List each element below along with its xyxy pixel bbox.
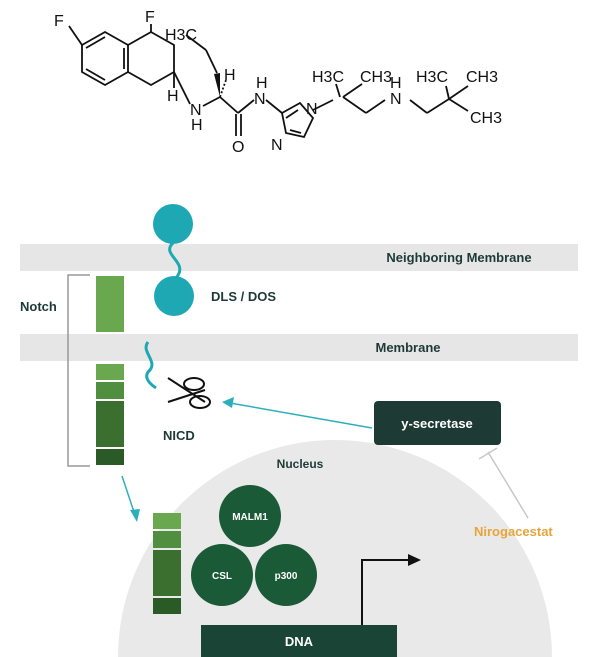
enzyme-to-scissors-arrow [229, 402, 373, 429]
nicd-block-4 [153, 598, 181, 614]
csl-circle [191, 544, 253, 606]
notch-block-3 [96, 401, 124, 447]
membrane [20, 334, 578, 361]
ligand-top-circle [153, 204, 193, 244]
nirogacestat-structure: F F H3C H H N H N H O N N H3C CH3 H N H3… [54, 9, 502, 156]
transcription-arrow [361, 559, 410, 625]
ligand-linker [168, 241, 182, 279]
atom-ch3-gem1: CH3 [360, 69, 392, 86]
atom-h-stereo: H [167, 88, 179, 105]
nicd-to-nucleus-arrow [121, 475, 135, 513]
nucleus-region [118, 440, 552, 657]
p300-label: p300 [275, 571, 298, 582]
nicd-label: NICD [163, 428, 195, 443]
atom-f-left: F [54, 13, 64, 30]
nirogacestat-label: Nirogacestat [474, 524, 553, 539]
y-secretase-label: y-secretase [401, 416, 473, 431]
ligand-bottom-circle [154, 276, 194, 316]
inhibition-bar [478, 447, 498, 460]
atom-h-amide: H [256, 75, 268, 92]
notch-block-1 [96, 364, 124, 380]
csl-label: CSL [212, 571, 232, 582]
notch-extracellular-block [96, 276, 124, 332]
atom-n-amine: N [190, 102, 202, 119]
dna-label: DNA [285, 634, 314, 649]
atom-n-imidazole-bottom: N [271, 137, 283, 154]
malm1-circle [219, 485, 281, 547]
cleaved-tail [144, 341, 157, 390]
ligand-label: DLS / DOS [211, 289, 276, 304]
nicd-arrowhead [130, 509, 140, 522]
neighboring-membrane [20, 244, 578, 271]
atom-f-right: F [145, 9, 155, 26]
atom-n-imidazole-top: N [306, 101, 318, 118]
y-secretase-box [374, 401, 501, 445]
enzyme-arrowhead [222, 397, 234, 408]
atom-h-nh: H [390, 75, 402, 92]
scissors-icon [167, 377, 211, 409]
notch-block-2 [96, 382, 124, 399]
p300-circle [255, 544, 317, 606]
malm1-label: MALM1 [232, 512, 268, 523]
nicd-block-2 [153, 531, 181, 548]
inhibition-line [487, 451, 529, 519]
dna-bar [201, 625, 397, 657]
atom-h3c-methyl: H3C [165, 27, 197, 44]
transcription-arrowhead [408, 554, 421, 566]
atom-ch3-tbutyl-bottom: CH3 [470, 110, 502, 127]
notch-label: Notch [20, 299, 57, 314]
notch-block-4 [96, 449, 124, 465]
atom-n-amide: N [254, 91, 266, 108]
membrane-label: Membrane [375, 340, 440, 355]
neighboring-membrane-label: Neighboring Membrane [386, 250, 531, 265]
atom-h-wedge: H [224, 67, 236, 84]
notch-bracket [67, 274, 90, 467]
atom-h3c-tbutyl: H3C [416, 69, 448, 86]
nucleus-label: Nucleus [277, 457, 324, 471]
nicd-block-1 [153, 513, 181, 529]
atom-ch3-tbutyl-top: CH3 [466, 69, 498, 86]
nicd-block-3 [153, 550, 181, 596]
atom-n-nh: N [390, 91, 402, 108]
atom-h3c-gem1: H3C [312, 69, 344, 86]
atom-o-carbonyl: O [232, 139, 244, 156]
atom-h-amine: H [191, 117, 203, 134]
